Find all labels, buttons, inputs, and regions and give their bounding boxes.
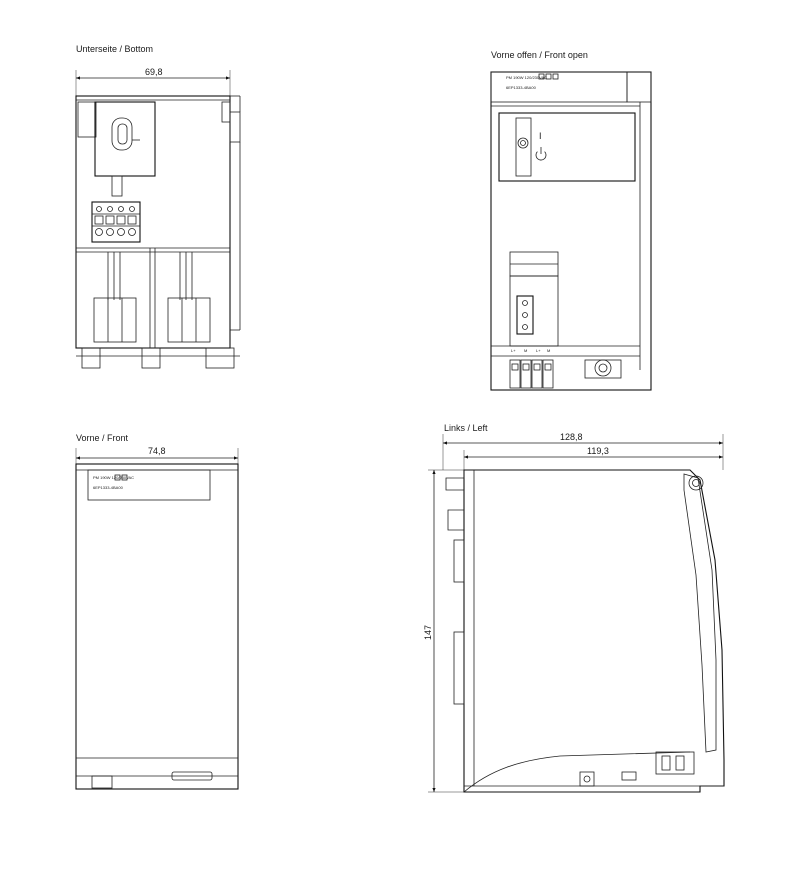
left-view: Links / Left 128,8 119,3 147 [423,423,725,793]
front-view-housing: PM 190W 120/230VAC 6EP1333-4BA00 [75,463,239,790]
left-inner-depth-dimension: 119,3 [463,446,723,470]
bottom-view: Unterseite / Bottom 69,8 [75,44,241,369]
front-open-view: Vorne offen / Front open PM 190W 120/230… [490,50,652,391]
front-width-dimension: 74,8 [75,446,239,466]
terminal-label-2: M [524,348,527,353]
bottom-width-dimension: 69,8 [75,67,231,96]
left-inner-depth-value: 119,3 [587,446,609,456]
power-switch-on-label: I [539,131,542,141]
front-open-label-line2: 6EP1333-4BA00 [506,85,537,90]
front-width-value: 74,8 [148,446,166,456]
terminal-label-3: L+ [536,348,541,353]
left-view-housing [445,469,725,793]
left-height-dimension: 147 [423,469,466,793]
bottom-view-title: Unterseite / Bottom [76,44,153,54]
front-view: Vorne / Front 74,8 PM 190W 120/230VAC 6E… [75,433,239,790]
front-label-line1: PM 190W 120/230VAC [93,475,134,480]
power-standby-icon [535,147,547,161]
front-open-label-line1: PM 190W 120/230VAC [506,75,547,80]
front-open-view-title: Vorne offen / Front open [491,50,588,60]
bottom-width-value: 69,8 [145,67,163,77]
terminal-label-1: L+ [511,348,516,353]
left-outer-depth-dimension: 128,8 [442,432,724,470]
front-label-line2: 6EP1333-4BA00 [93,485,124,490]
terminal-label-4: M [547,348,550,353]
left-outer-depth-value: 128,8 [560,432,583,442]
left-height-value: 147 [423,625,433,640]
left-view-title: Links / Left [444,423,488,433]
bottom-view-housing [75,95,241,369]
front-view-title: Vorne / Front [76,433,129,443]
front-open-housing: PM 190W 120/230VAC 6EP1333-4BA00 I [490,71,652,391]
